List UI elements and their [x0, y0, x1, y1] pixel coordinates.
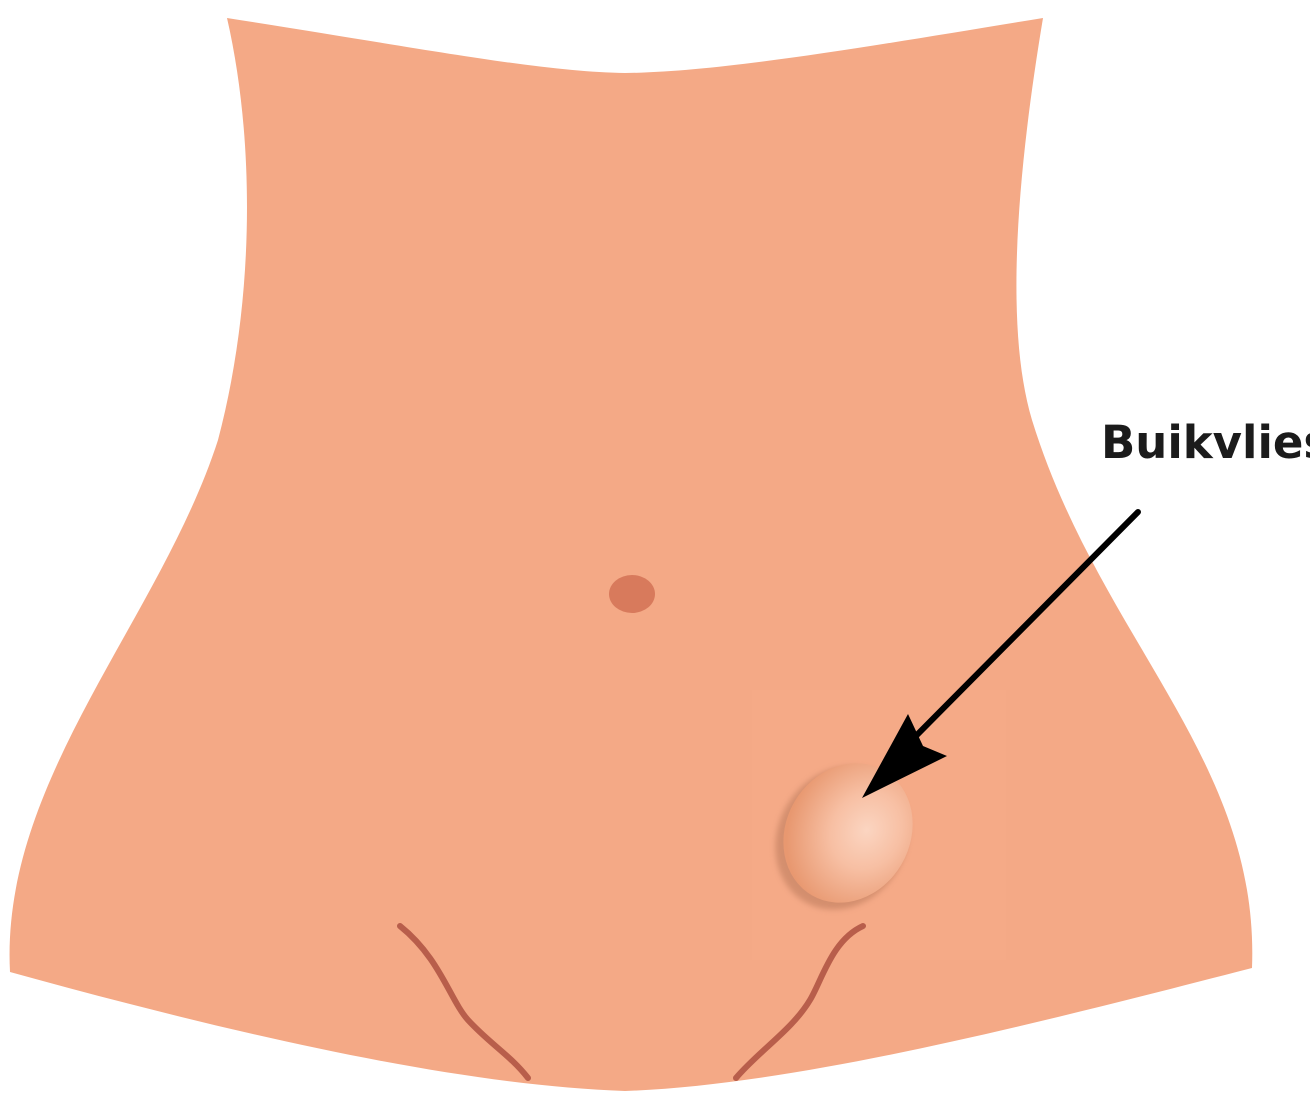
navel — [609, 575, 655, 613]
hernia-label: Buikvlies — [1101, 416, 1310, 469]
